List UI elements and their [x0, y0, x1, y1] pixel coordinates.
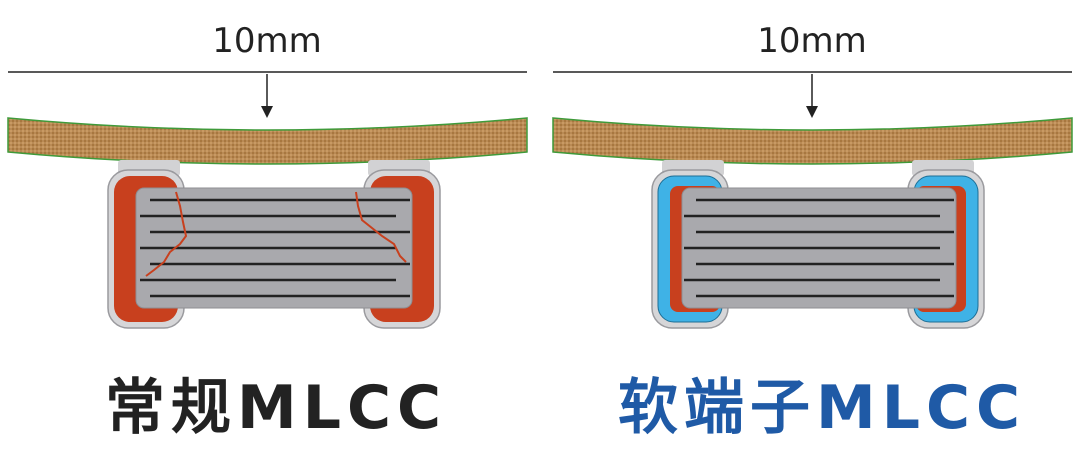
- left-panel: 10mm: [7, 21, 528, 329]
- left-crack-left: [145, 191, 188, 277]
- right-pcb-board: [552, 117, 1073, 165]
- left-crack-right: [355, 191, 407, 263]
- left-internal-electrodes: [140, 198, 410, 298]
- left-caption: 常规MLCC: [105, 373, 448, 443]
- right-caption: 软端子MLCC: [618, 373, 1027, 443]
- right-dimension-label: 10mm: [757, 21, 867, 61]
- right-internal-electrodes: [684, 198, 954, 298]
- left-pcb-board: [7, 117, 528, 165]
- right-panel: 10mm: [552, 21, 1073, 329]
- left-dimension-label: 10mm: [212, 21, 322, 61]
- right-force-arrow-icon: [806, 106, 818, 118]
- left-force-arrow-icon: [261, 106, 273, 118]
